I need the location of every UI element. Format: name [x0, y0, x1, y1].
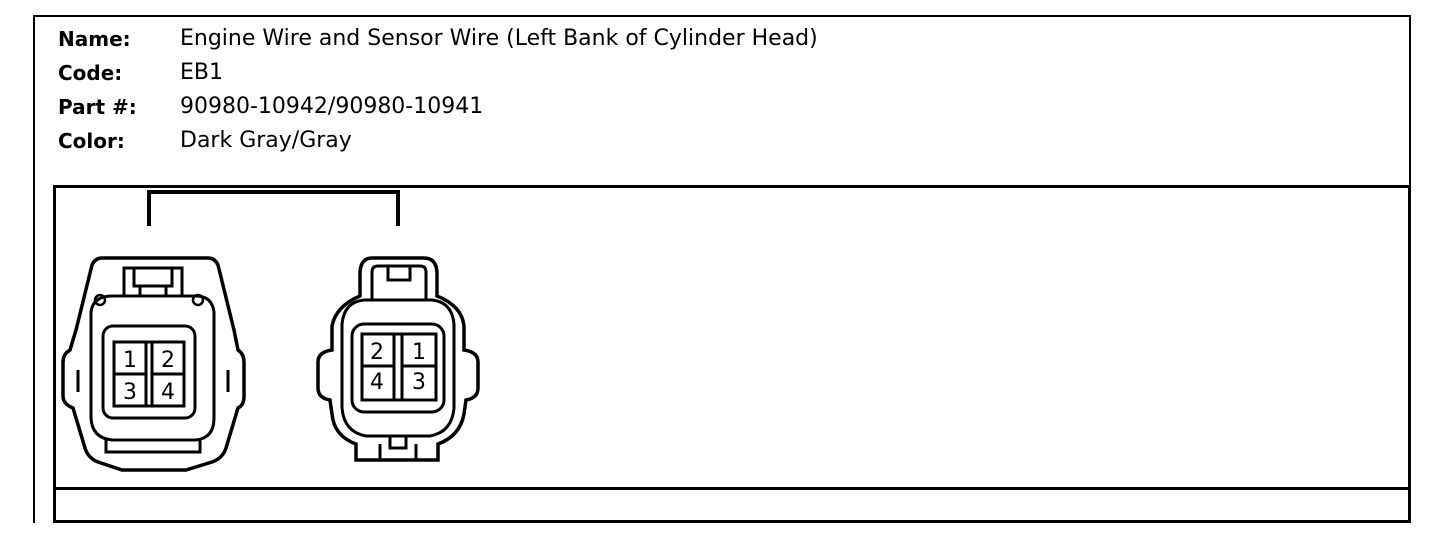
right-connector-outer-body: [316, 256, 480, 462]
diagram-bottom-strip: [53, 487, 1411, 523]
left-pin-3: 3: [123, 380, 137, 405]
code-value: EB1: [180, 60, 223, 85]
color-value: Dark Gray/Gray: [180, 128, 352, 153]
left-connector-pins: 1 2 3 4: [123, 348, 175, 405]
right-connector: [316, 256, 480, 462]
left-connector-lock-tab: [122, 266, 184, 296]
part-number-label: Part #:: [58, 95, 137, 119]
left-connector-side-ridges: [76, 370, 230, 392]
part-number-value: 90980-10942/90980-10941: [180, 94, 484, 119]
code-label: Code:: [58, 61, 123, 85]
right-connector-pin-dividers: [362, 334, 436, 400]
left-connector-pin-dividers: [114, 342, 184, 406]
left-connector-outer-body: [61, 256, 246, 472]
left-connector-lock-notch: [132, 268, 174, 296]
color-label: Color:: [58, 129, 125, 153]
right-connector-pins: 2 1 4 3: [370, 340, 426, 395]
right-pin-1: 1: [412, 340, 426, 365]
right-pin-4: 4: [370, 370, 384, 395]
right-connector-pin-cavity: [350, 322, 446, 414]
left-connector-pin-cavity: [101, 324, 197, 420]
left-pin-4: 4: [161, 380, 175, 405]
left-connector: [61, 256, 246, 472]
right-connector-lock-tab: [370, 264, 428, 300]
name-label: Name:: [58, 27, 131, 51]
right-connector-inner-body: [340, 298, 456, 438]
right-pin-3: 3: [412, 370, 426, 395]
name-value: Engine Wire and Sensor Wire (Left Bank o…: [180, 26, 818, 51]
mating-bracket: [147, 190, 400, 226]
left-connector-inner-body: [89, 294, 216, 442]
left-connector-mount-hole-right: [191, 293, 205, 307]
left-pin-1: 1: [123, 348, 137, 373]
left-connector-bottom-flap: [104, 440, 202, 454]
right-connector-bottom-latch: [378, 436, 418, 460]
connector-diagram-box: [53, 185, 1411, 523]
left-connector-mount-hole-left: [93, 293, 107, 307]
left-pin-2: 2: [161, 348, 175, 373]
right-pin-2: 2: [370, 340, 384, 365]
